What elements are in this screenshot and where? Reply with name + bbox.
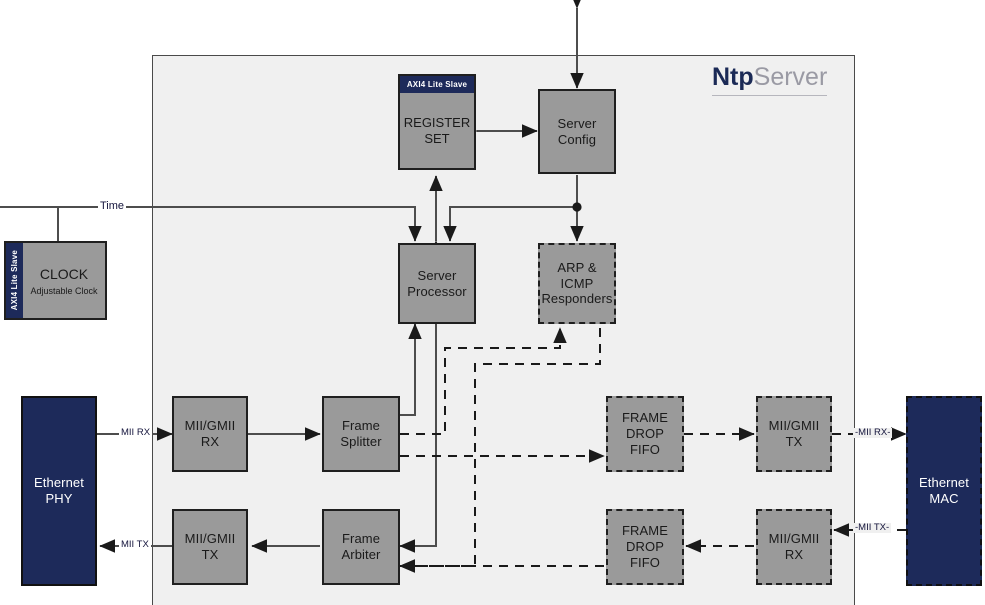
- wire-label-phy-mii-tx: MII TX: [119, 539, 151, 550]
- block-label: Server Config: [557, 115, 597, 147]
- wire-label-time: Time: [98, 200, 127, 212]
- ntpserver-container: [152, 55, 855, 605]
- block-label: FRAME DROP FIFO: [622, 523, 668, 570]
- logo-bold-text: Ntp: [712, 63, 754, 91]
- wire-label-mac-mii-tx: -MII TX-: [853, 522, 892, 533]
- wire-label-phy-mii-rx: MII RX: [119, 427, 153, 438]
- block-sublabel: Adjustable Clock: [30, 285, 98, 296]
- block-label: MII/GMII RX: [184, 418, 236, 449]
- block-label: Frame Splitter: [340, 418, 382, 449]
- block-label: Server Processor: [407, 267, 467, 299]
- block-register-set[interactable]: AXI4 Lite Slave REGISTER SET: [398, 74, 476, 170]
- block-mii-gmii-rx-right[interactable]: MII/GMII RX: [756, 509, 832, 585]
- block-label: MII/GMII TX: [184, 531, 236, 562]
- block-label: REGISTER SET: [403, 114, 471, 146]
- block-label: MII/GMII RX: [768, 531, 820, 562]
- block-clock[interactable]: AXI4 Lite Slave CLOCK Adjustable Clock: [4, 241, 107, 320]
- block-ethernet-mac[interactable]: Ethernet MAC: [906, 396, 982, 586]
- axi4-lite-slave-badge: AXI4 Lite Slave: [6, 243, 23, 318]
- ntpserver-logo: NtpServer: [712, 63, 828, 96]
- block-frame-splitter[interactable]: Frame Splitter: [322, 396, 400, 472]
- block-ethernet-phy[interactable]: Ethernet PHY: [21, 396, 97, 586]
- wire-label-mac-mii-rx: -MII RX-: [853, 427, 893, 438]
- block-mii-gmii-tx-left[interactable]: MII/GMII TX: [172, 509, 248, 585]
- block-label: CLOCK: [39, 265, 89, 282]
- block-frame-arbiter[interactable]: Frame Arbiter: [322, 509, 400, 585]
- block-frame-drop-fifo-bottom[interactable]: FRAME DROP FIFO: [606, 509, 684, 585]
- block-server-processor[interactable]: Server Processor: [398, 243, 476, 324]
- block-label: Ethernet MAC: [919, 475, 969, 506]
- logo-light-text: Server: [753, 63, 828, 91]
- block-arp-icmp-responders[interactable]: ARP & ICMP Responders: [538, 243, 616, 324]
- block-mii-gmii-tx-right[interactable]: MII/GMII TX: [756, 396, 832, 472]
- block-label: ARP & ICMP Responders: [541, 259, 613, 307]
- block-label: MII/GMII TX: [768, 418, 820, 449]
- block-label: Frame Arbiter: [341, 531, 381, 562]
- block-label: FRAME DROP FIFO: [622, 410, 668, 457]
- block-mii-gmii-rx-left[interactable]: MII/GMII RX: [172, 396, 248, 472]
- block-server-config[interactable]: Server Config: [538, 89, 616, 174]
- axi4-lite-slave-badge: AXI4 Lite Slave: [400, 76, 474, 93]
- block-frame-drop-fifo-top[interactable]: FRAME DROP FIFO: [606, 396, 684, 472]
- block-label: Ethernet PHY: [34, 475, 84, 506]
